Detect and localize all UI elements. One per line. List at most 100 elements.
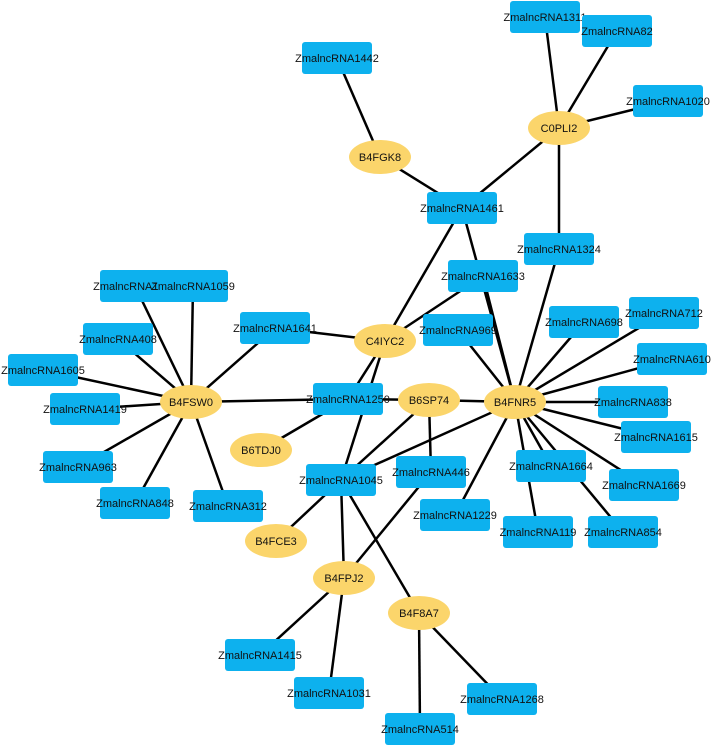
node-label: ZmalncRNA1605 (1, 365, 85, 377)
rna-node-zmalncrna963[interactable]: ZmalncRNA963 (39, 451, 117, 483)
rna-node-zmalncrna514[interactable]: ZmalncRNA514 (381, 713, 459, 745)
rna-node-zmalncrna1442[interactable]: ZmalncRNA1442 (295, 42, 379, 74)
edge-c0pli2-zmalncrna1311 (543, 16, 561, 129)
protein-node-b4f8a7[interactable]: B4F8A7 (388, 596, 450, 630)
protein-node-c4iyc2[interactable]: C4IYC2 (354, 324, 416, 358)
node-label: ZmalncRNA1664 (509, 461, 593, 473)
node-label: ZmalncRNA312 (189, 501, 267, 513)
edge-b4fnr5-zmalncrna1324 (513, 248, 561, 403)
node-label: ZmalncRNA1415 (218, 650, 302, 662)
rna-node-zmalncrna1031[interactable]: ZmalncRNA1031 (287, 677, 371, 709)
node-label: ZmalncRNA1059 (151, 281, 235, 293)
rna-box (609, 469, 679, 501)
rna-node-zmalncrna119[interactable]: ZmalncRNA119 (500, 516, 577, 548)
rna-node-zmalncrna312[interactable]: ZmalncRNA312 (189, 490, 267, 522)
node-label: B4F8A7 (399, 608, 439, 620)
node-label: ZmalncRNA82 (581, 26, 653, 38)
rna-node-zmalncrna82[interactable]: ZmalncRNA82 (581, 15, 653, 47)
rna-node-zmalncrna1633[interactable]: ZmalncRNA1633 (441, 260, 525, 292)
node-label: ZmalncRNA698 (545, 317, 623, 329)
rna-node-zmalncrna1415[interactable]: ZmalncRNA1415 (218, 639, 302, 671)
protein-node-b6tdj0[interactable]: B6TDJ0 (230, 433, 292, 467)
node-label: ZmalncRNA1641 (233, 323, 317, 335)
rna-box (633, 85, 703, 117)
rna-node-zmalncrna1622[interactable]: ZmalncRNA1622 (93, 270, 177, 302)
rna-box (43, 451, 113, 483)
rna-box (100, 270, 170, 302)
rna-node-zmalncrna1615[interactable]: ZmalncRNA1615 (614, 421, 698, 453)
rna-box (524, 233, 594, 265)
rna-node-zmalncrna969[interactable]: ZmalncRNA969 (419, 314, 497, 346)
node-label: B6TDJ0 (241, 445, 281, 457)
node-label: ZmalncRNA1615 (614, 432, 698, 444)
rna-node-zmalncrna854[interactable]: ZmalncRNA854 (584, 516, 662, 548)
protein-node-b4fce3[interactable]: B4FCE3 (245, 524, 307, 558)
protein-ellipse (354, 324, 416, 358)
rna-box (467, 683, 537, 715)
node-label: B4FPJ2 (324, 573, 363, 585)
rna-node-zmalncrna1229[interactable]: ZmalncRNA1229 (413, 499, 497, 531)
rna-box (423, 314, 493, 346)
protein-ellipse (230, 433, 292, 467)
rna-box (621, 421, 691, 453)
edge-b4fsw0-zmalncrna312 (189, 401, 230, 507)
rna-node-zmalncrna712[interactable]: ZmalncRNA712 (625, 297, 703, 329)
edge-b4fsw0-zmalncrna1059 (189, 285, 195, 403)
rna-box (503, 516, 573, 548)
node-label: ZmalncRNA1461 (420, 203, 504, 215)
node-label: ZmalncRNA1250 (306, 394, 390, 406)
rna-node-zmalncrna1311[interactable]: ZmalncRNA1311 (504, 1, 587, 33)
protein-ellipse (349, 140, 411, 174)
rna-node-zmalncrna1324[interactable]: ZmalncRNA1324 (517, 233, 601, 265)
node-label: ZmalncRNA1045 (299, 475, 383, 487)
rna-node-zmalncrna1250[interactable]: ZmalncRNA1250 (306, 383, 390, 415)
rna-box (240, 312, 310, 344)
rna-box (396, 456, 466, 488)
rna-node-zmalncrna1669[interactable]: ZmalncRNA1669 (602, 469, 686, 501)
rna-node-zmalncrna1664[interactable]: ZmalncRNA1664 (509, 450, 593, 482)
rna-node-zmalncrna1059[interactable]: ZmalncRNA1059 (151, 270, 235, 302)
protein-node-b4fnr5[interactable]: B4FNR5 (484, 385, 546, 419)
rna-node-zmalncrna408[interactable]: ZmalncRNA408 (79, 323, 157, 355)
rna-box (294, 677, 364, 709)
node-label: ZmalncRNA1622 (93, 281, 177, 293)
rna-box (50, 393, 120, 425)
rna-node-zmalncrna1045[interactable]: ZmalncRNA1045 (299, 464, 383, 496)
rna-node-zmalncrna1461[interactable]: ZmalncRNA1461 (420, 192, 504, 224)
protein-node-c0pli2[interactable]: C0PLI2 (528, 111, 590, 145)
protein-ellipse (528, 111, 590, 145)
rna-node-zmalncrna1020[interactable]: ZmalncRNA1020 (626, 85, 710, 117)
rna-box (302, 42, 372, 74)
protein-node-b4fgk8[interactable]: B4FGK8 (349, 140, 411, 174)
node-label: ZmalncRNA1311 (504, 12, 587, 24)
protein-ellipse (388, 596, 450, 630)
node-label: B4FNR5 (494, 397, 536, 409)
node-label: ZmalncRNA1419 (43, 404, 127, 416)
node-label: C0PLI2 (541, 123, 578, 135)
rna-node-zmalncrna848[interactable]: ZmalncRNA848 (96, 487, 174, 519)
rna-box (598, 386, 668, 418)
edge-b4fpj2-zmalncrna1031 (327, 577, 346, 694)
node-label: ZmalncRNA119 (500, 527, 577, 539)
node-label: B4FCE3 (255, 536, 297, 548)
rna-node-zmalncrna838[interactable]: ZmalncRNA838 (594, 386, 672, 418)
rna-node-zmalncrna1268[interactable]: ZmalncRNA1268 (460, 683, 544, 715)
protein-node-b6sp74[interactable]: B6SP74 (398, 383, 460, 417)
protein-node-b4fsw0[interactable]: B4FSW0 (160, 385, 222, 419)
rna-node-zmalncrna698[interactable]: ZmalncRNA698 (545, 306, 623, 338)
edge-c0pli2-zmalncrna82 (557, 30, 619, 129)
rna-node-zmalncrna1605[interactable]: ZmalncRNA1605 (1, 354, 85, 386)
rna-node-zmalncrna610[interactable]: ZmalncRNA610 (633, 343, 711, 375)
protein-node-b4fpj2[interactable]: B4FPJ2 (313, 561, 375, 595)
rna-node-zmalncrna1419[interactable]: ZmalncRNA1419 (43, 393, 127, 425)
rna-box (193, 490, 263, 522)
node-label: ZmalncRNA712 (625, 308, 703, 320)
rna-node-zmalncrna1641[interactable]: ZmalncRNA1641 (233, 312, 317, 344)
rna-node-zmalncrna446[interactable]: ZmalncRNA446 (392, 456, 470, 488)
node-label: ZmalncRNA1031 (287, 688, 371, 700)
edge-b4fnr5-zmalncrna1229 (453, 401, 517, 516)
node-label: ZmalncRNA1669 (602, 480, 686, 492)
rna-box (549, 306, 619, 338)
rna-box (100, 487, 170, 519)
